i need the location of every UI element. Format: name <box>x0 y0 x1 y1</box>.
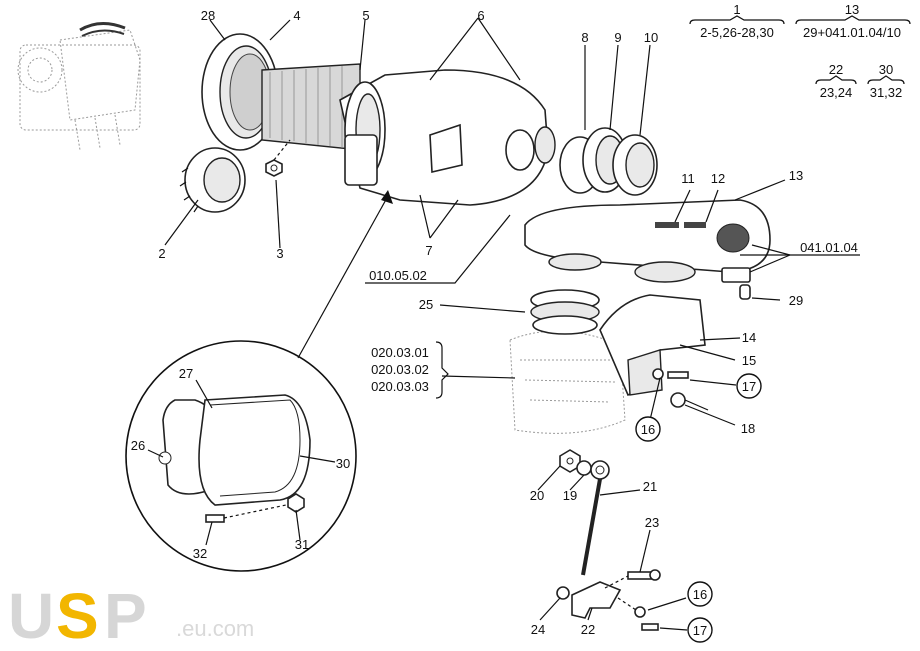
svg-text:020.03.03: 020.03.03 <box>371 379 429 394</box>
svg-text:11: 11 <box>681 171 695 186</box>
svg-text:16: 16 <box>693 587 707 602</box>
svg-text:31: 31 <box>295 537 309 552</box>
svg-text:020.03.02: 020.03.02 <box>371 362 429 377</box>
svg-text:17: 17 <box>742 379 756 394</box>
svg-text:4: 4 <box>293 8 300 23</box>
svg-text:21: 21 <box>643 479 657 494</box>
carburetor-sketch <box>509 289 626 434</box>
svg-text:12: 12 <box>711 171 725 186</box>
svg-text:U: U <box>8 580 54 651</box>
bracket-part <box>599 294 706 397</box>
svg-text:18: 18 <box>741 421 755 436</box>
svg-text:13: 13 <box>845 2 859 17</box>
svg-text:8: 8 <box>581 30 588 45</box>
svg-text:31,32: 31,32 <box>870 85 903 100</box>
svg-text:1: 1 <box>733 2 740 17</box>
svg-text:29+041.01.04/10: 29+041.01.04/10 <box>803 25 901 40</box>
svg-text:5: 5 <box>362 8 369 23</box>
svg-text:17: 17 <box>693 623 707 638</box>
svg-text:6: 6 <box>477 8 484 23</box>
intake-tube-part <box>524 199 771 283</box>
svg-text:3: 3 <box>276 246 283 261</box>
svg-text:9: 9 <box>614 30 621 45</box>
svg-text:24: 24 <box>531 622 545 637</box>
svg-text:30: 30 <box>879 62 893 77</box>
lower-bracket-part <box>556 569 661 631</box>
air-filter-assembly <box>201 33 556 206</box>
svg-text:29: 29 <box>789 293 803 308</box>
svg-text:22: 22 <box>581 622 595 637</box>
svg-text:2: 2 <box>158 246 165 261</box>
svg-text:.eu.com: .eu.com <box>176 616 254 641</box>
svg-text:23,24: 23,24 <box>820 85 853 100</box>
callout-group-1: 1 2-5,26-28,30 <box>689 2 785 40</box>
svg-text:S: S <box>56 580 99 651</box>
svg-text:26: 26 <box>131 438 145 453</box>
svg-text:22: 22 <box>829 62 843 77</box>
svg-text:28: 28 <box>201 8 215 23</box>
engine-thumbnail-icon <box>17 22 141 151</box>
svg-text:16: 16 <box>641 422 655 437</box>
screw-parts-upper <box>652 368 709 411</box>
svg-text:7: 7 <box>425 243 432 258</box>
svg-text:30: 30 <box>336 456 350 471</box>
svg-text:27: 27 <box>179 366 193 381</box>
hose-ring-parts <box>559 127 658 196</box>
callout-group-13: 13 29+041.01.04/10 <box>795 2 911 40</box>
svg-text:32: 32 <box>193 546 207 561</box>
rod-and-nut-parts <box>559 449 610 576</box>
leader-lines <box>147 17 860 631</box>
svg-text:020.03.01: 020.03.01 <box>371 345 429 360</box>
svg-text:15: 15 <box>742 353 756 368</box>
svg-text:041.01.04: 041.01.04 <box>800 240 858 255</box>
svg-text:23: 23 <box>645 515 659 530</box>
svg-text:10: 10 <box>644 30 658 45</box>
svg-text:2-5,26-28,30: 2-5,26-28,30 <box>700 25 774 40</box>
detail-inset <box>125 340 357 572</box>
nut-part <box>265 139 291 177</box>
svg-text:25: 25 <box>419 297 433 312</box>
svg-text:20: 20 <box>530 488 544 503</box>
usp-logo: U S P .eu.com <box>8 580 254 651</box>
svg-text:13: 13 <box>789 168 803 183</box>
svg-text:P: P <box>104 580 147 651</box>
svg-text:010.05.02: 010.05.02 <box>369 268 427 283</box>
svg-text:14: 14 <box>742 330 756 345</box>
callout-group-30: 30 31,32 <box>867 62 905 100</box>
part-labels: 28 4 5 6 8 9 10 11 12 13 2 3 7 010.05.02… <box>131 8 858 643</box>
callout-group-22: 22 23,24 <box>815 62 857 100</box>
band-clamp-part <box>179 147 246 213</box>
svg-text:19: 19 <box>563 488 577 503</box>
clip-part <box>721 267 751 300</box>
brace-020 <box>435 341 449 399</box>
